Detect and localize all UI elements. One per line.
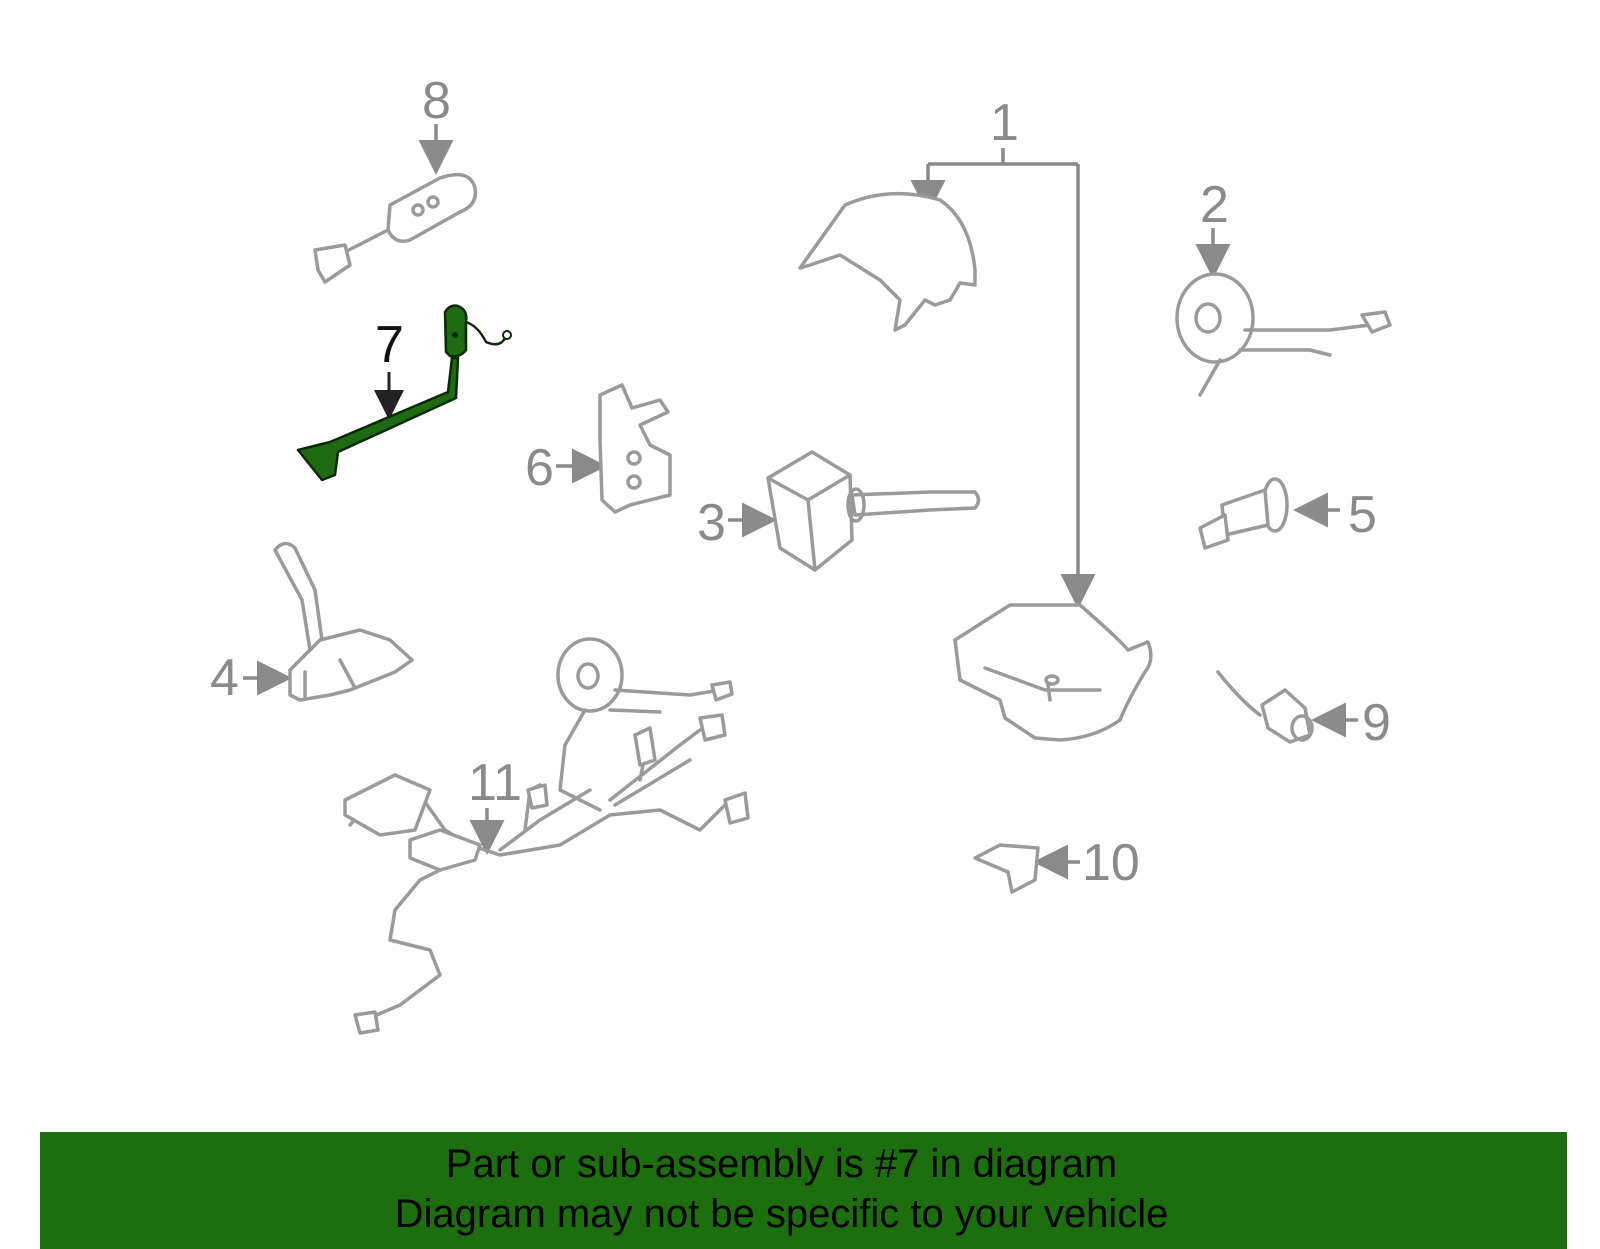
callout-6: 6 <box>525 439 554 497</box>
banner-line-part: Part or sub-assembly is #7 in diagram <box>445 1142 1118 1186</box>
callout-9: 9 <box>1362 694 1391 752</box>
part-5[interactable]: 5 <box>1198 477 1377 550</box>
banner-line-disclaimer: Diagram may not be specific to your vehi… <box>394 1192 1169 1236</box>
callout-4: 4 <box>210 649 239 707</box>
callout-11: 11 <box>468 754 522 812</box>
part-2[interactable]: 2 <box>1175 176 1392 397</box>
part-4[interactable]: 4 <box>210 541 414 707</box>
part-7[interactable]: 7 <box>296 304 512 482</box>
part-6[interactable]: 6 <box>525 383 672 514</box>
callout-3: 3 <box>697 494 726 552</box>
part-8[interactable]: 8 <box>313 72 478 284</box>
callout-2: 2 <box>1200 176 1229 234</box>
part-3[interactable]: 3 <box>697 450 981 572</box>
callout-7: 7 <box>375 316 404 374</box>
part-11[interactable]: 11 <box>343 637 750 1035</box>
callout-5: 5 <box>1348 486 1377 544</box>
part-1[interactable]: 1 <box>798 94 1153 742</box>
callout-10: 10 <box>1082 834 1140 892</box>
callout-8: 8 <box>422 72 451 130</box>
callout-1: 1 <box>990 94 1019 152</box>
part-9[interactable]: 9 <box>1216 670 1391 752</box>
info-banner: Part or sub-assembly is #7 in diagram Di… <box>40 1132 1567 1249</box>
part-10[interactable]: 10 <box>973 834 1140 894</box>
